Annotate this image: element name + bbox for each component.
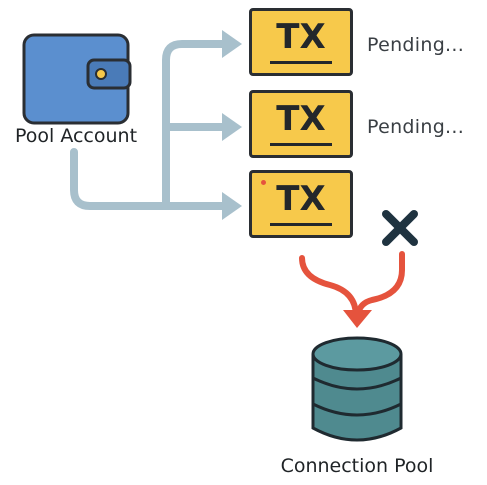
x-mark-icon — [382, 210, 418, 246]
connector-trunk — [162, 40, 230, 210]
arrowhead-tx-2 — [222, 113, 242, 141]
arrowhead-tx-3 — [222, 192, 242, 220]
tx-box-1: TX — [249, 8, 353, 76]
tx-underline — [270, 61, 332, 64]
pool-account-label: Pool Account — [14, 125, 138, 147]
tx-box-2: TX — [249, 90, 353, 158]
tx-label: TX — [276, 179, 326, 219]
connector-to-tx-3 — [70, 148, 230, 210]
connector-lines — [70, 40, 230, 210]
tx-label: TX — [276, 99, 326, 139]
tx-status-2: Pending... — [367, 116, 465, 138]
success-arrow-path — [299, 255, 359, 319]
success-arrowhead — [343, 310, 372, 328]
tx-underline — [270, 143, 332, 146]
wallet-icon — [22, 33, 132, 125]
success-arrows — [299, 251, 405, 319]
connection-pool-label: Connection Pool — [280, 455, 434, 477]
tx-underline — [270, 223, 332, 226]
connector-arrowheads — [222, 30, 242, 220]
arrowhead-tx-1 — [222, 30, 242, 58]
tx-label: TX — [276, 17, 326, 57]
tx-box-3: TX — [249, 170, 353, 238]
tx-status-1: Pending... — [367, 34, 465, 56]
tx-indicator-dot — [261, 180, 266, 185]
database-icon — [311, 336, 403, 442]
rejected-arrow-path — [355, 251, 405, 317]
